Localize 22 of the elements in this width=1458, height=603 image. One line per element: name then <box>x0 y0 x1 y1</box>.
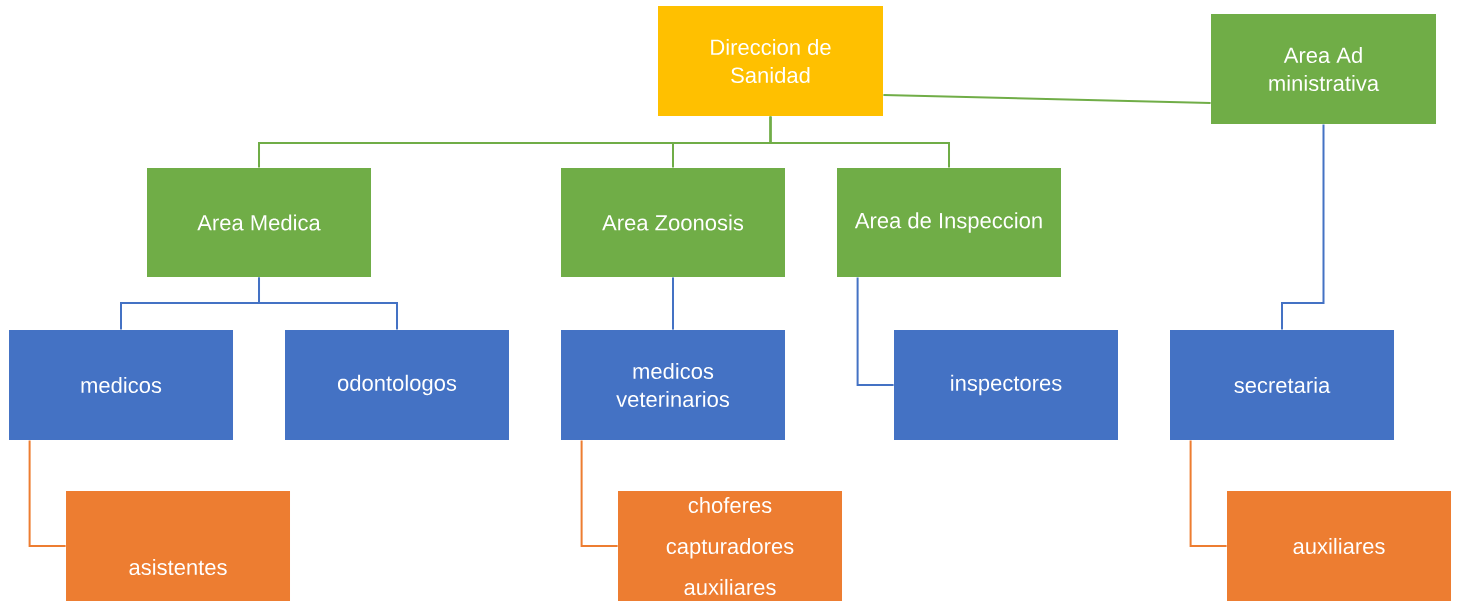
org-box: Area Zoonosis <box>561 168 785 277</box>
org-box: asistentes <box>66 491 290 601</box>
org-box: Direccion de Sanidad <box>658 6 883 116</box>
org-box: odontologos <box>285 330 509 440</box>
org-box: medicos <box>9 330 233 440</box>
connector-line <box>258 276 398 331</box>
org-box: inspectores <box>894 330 1118 440</box>
connector-line <box>28 439 67 547</box>
org-box: Area de Inspeccion <box>837 168 1061 277</box>
org-box: Area Ad ministrativa <box>1211 14 1436 124</box>
connector-line <box>672 276 674 331</box>
org-box: secretaria <box>1170 330 1394 440</box>
connector-line <box>1189 439 1228 547</box>
connector-line <box>769 115 950 169</box>
connector-line <box>882 94 1212 104</box>
connector-line <box>1281 123 1325 331</box>
connector-line <box>856 276 895 386</box>
org-box: Area Medica <box>147 168 371 277</box>
org-box: auxiliares <box>1227 491 1451 601</box>
org-box: choferes capturadores auxiliares <box>618 491 842 601</box>
connector-line <box>580 439 619 547</box>
org-box: medicos veterinarios <box>561 330 785 440</box>
